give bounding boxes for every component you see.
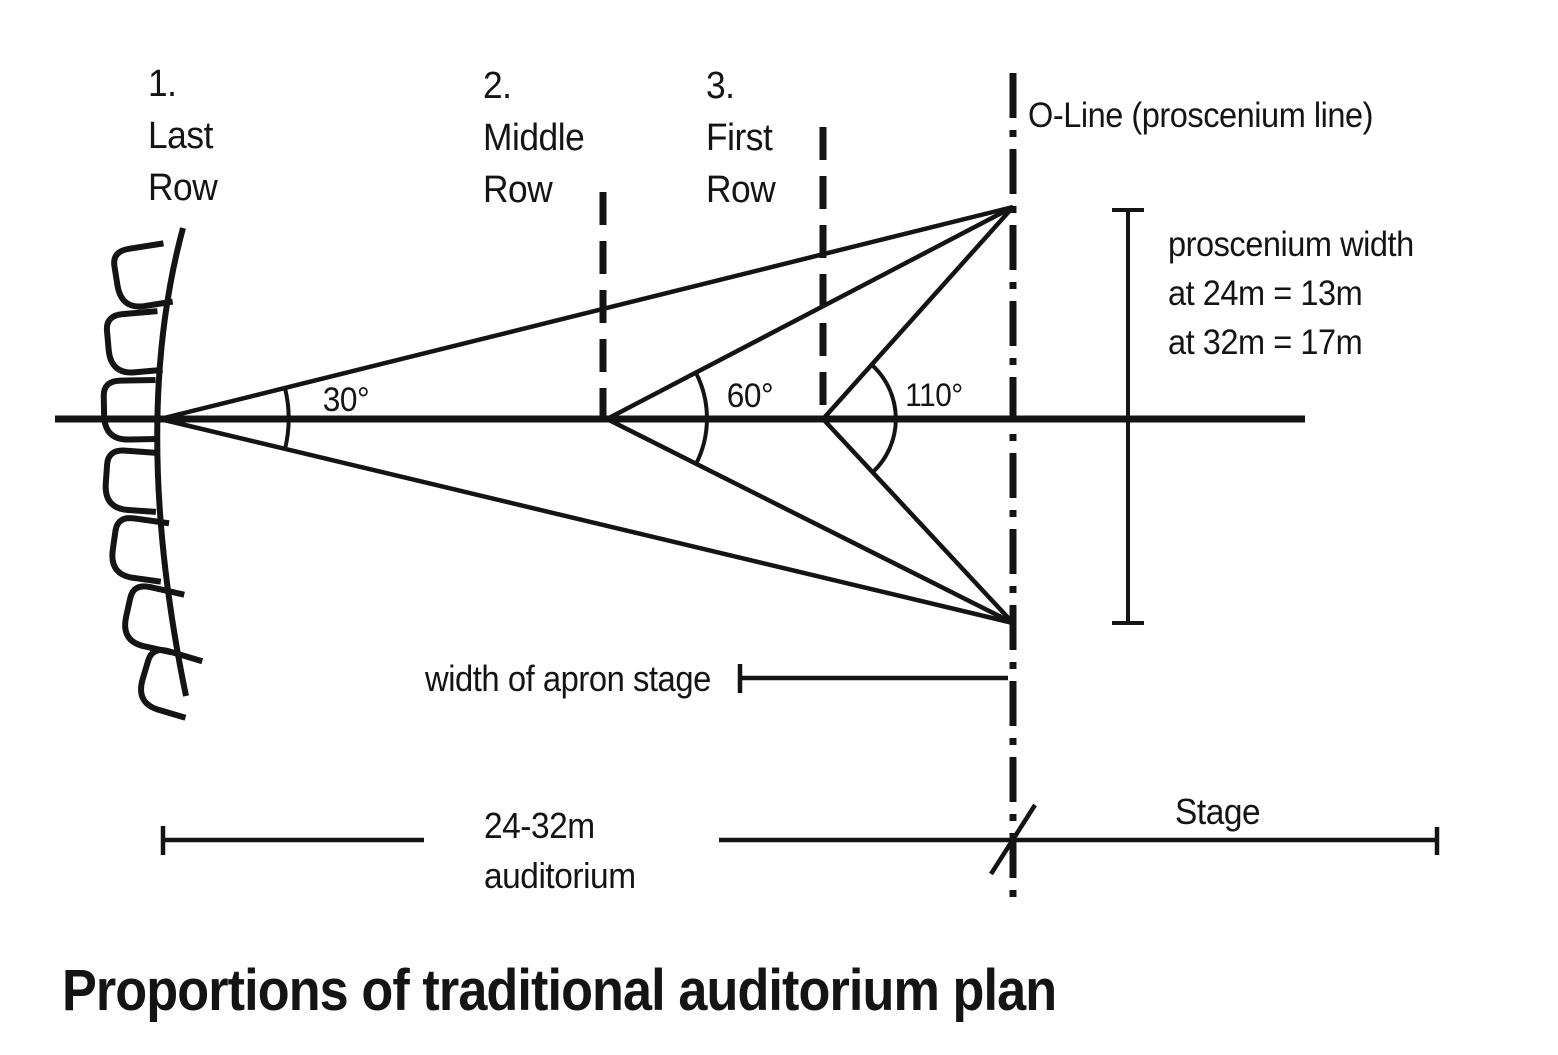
seat-icon [102,447,161,515]
first-row-label-1: First [706,116,773,158]
auditorium-measure-value: 24-32m [484,807,595,846]
angle-label-110: 110° [905,377,962,413]
sight-lines-group [159,204,1015,626]
last-row-number: 1. [148,62,177,104]
angle-arcs-group [283,363,898,474]
seat-icon [103,308,163,376]
sight-line-first-row-top [821,205,1015,421]
apron-width-label: width of apron stage [424,660,711,700]
o-line-label: O-Line (proscenium line) [1028,96,1373,135]
sight-line-last-row-bottom [159,416,1014,626]
angle-arc-60 [694,372,709,465]
sight-line-middle-row-top [605,205,1015,421]
seat-icon [138,647,204,721]
last-row-label-2: Row [148,166,218,208]
auditorium-stage-measure [160,803,1440,876]
last-row-label-1: Last [148,114,213,156]
middle-row-number: 2. [483,64,512,106]
middle-row-label-2: Row [483,168,553,210]
seat-row-group [100,240,204,721]
first-row-number: 3. [706,64,735,106]
last-row-arc [154,227,189,697]
stage-label: Stage [1175,793,1260,832]
proscenium-note-1: proscenium width [1168,225,1414,264]
seat-icon [111,240,174,310]
apron-width-measure [737,664,1008,693]
seat-icon [122,583,185,656]
angle-label-60: 60° [727,376,773,414]
angle-label-30: 30° [323,380,369,418]
figure-title: Proportions of traditional auditorium pl… [62,957,1056,1022]
sight-line-first-row-bottom [821,417,1015,625]
sight-line-last-row-top [159,204,1014,422]
angle-arc-30 [283,387,291,450]
sight-line-middle-row-bottom [605,416,1015,626]
proscenium-note-3: at 32m = 17m [1168,323,1362,362]
seat-icon [100,377,157,443]
seat-icon [109,515,170,585]
proscenium-width-measure [1112,208,1144,625]
row-labels-group: 1. Last Row 2. Middle Row 3. First Row [148,62,777,210]
first-row-label-2: Row [706,168,776,210]
measure-break-slash [989,803,1037,876]
proscenium-note-2: at 24m = 13m [1168,274,1362,313]
proscenium-note-group: proscenium width at 24m = 13m at 32m = 1… [1168,225,1414,362]
angle-arc-110 [870,363,898,474]
auditorium-measure-label: auditorium [484,857,636,896]
middle-row-label-1: Middle [483,116,584,158]
